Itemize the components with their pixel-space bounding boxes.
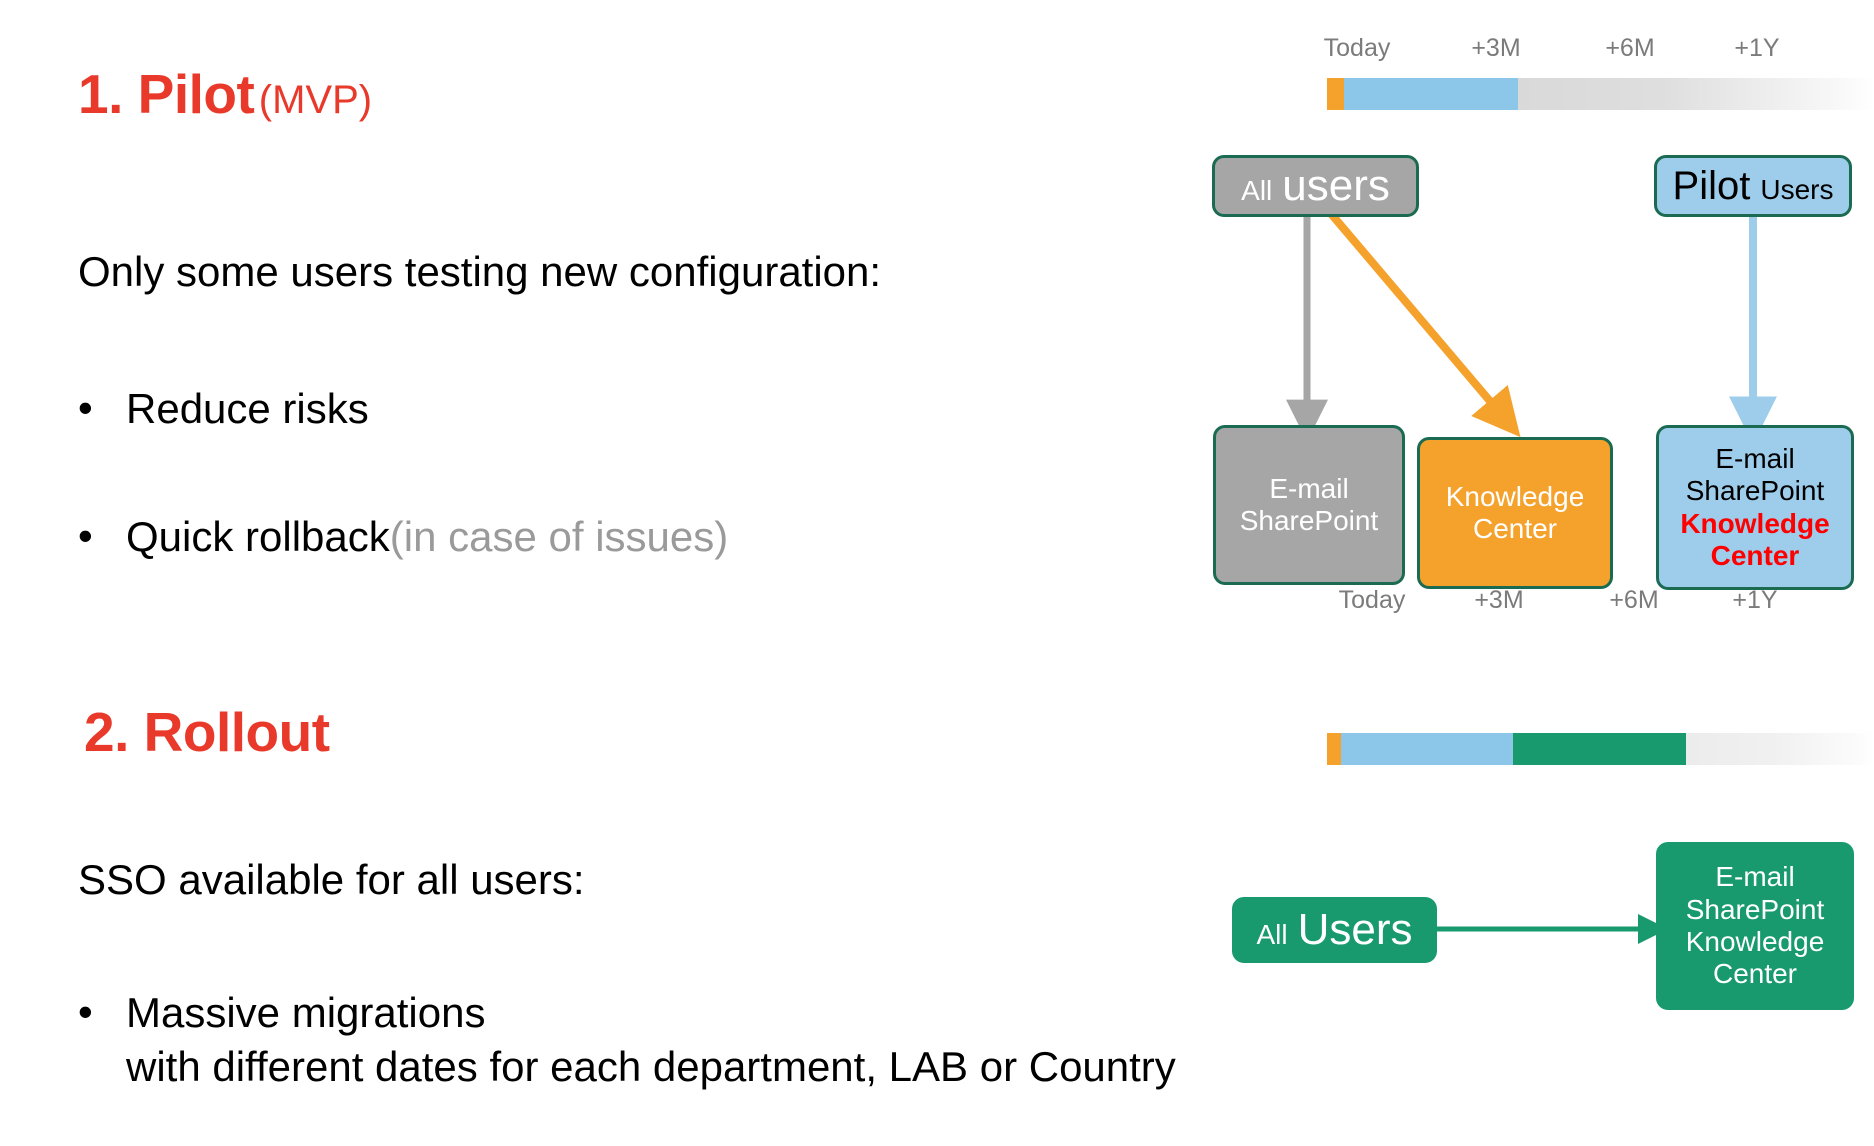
node-pilot-services-line-1: E-mail [1715,442,1795,474]
node-knowledge-line-1: Knowledge [1445,480,1585,512]
timeline-label-1y: +1Y [1732,586,1778,614]
section1-bullet-2: • Quick rollback (in case of issues) [78,510,728,564]
timeline-segment-today [1327,733,1341,765]
node-all-services[interactable]: E-mail SharePoint Knowledge Center [1656,842,1854,1010]
node-pilot-users-label: Pilot [1672,163,1751,208]
bullet-marker: • [78,384,93,431]
section1-heading-number: 1. Pilot [78,63,255,125]
section1-timeline: Today +3M +6M +1Y [1323,34,1847,68]
timeline-label-today: Today [1323,34,1391,62]
section1-timeline-labels: Today +3M +6M +1Y [1323,34,1847,68]
section2-timeline: Today +3M +6M +1Y [1327,586,1847,620]
node-pilot-services-line-2: SharePoint [1685,475,1825,507]
node-pilot-services-red-line-1: Knowledge [1680,507,1830,539]
section2-arrows [1434,914,1668,944]
node-legacy-services[interactable]: E-mail SharePoint [1213,425,1405,585]
section1-heading: 1. Pilot (MVP) [78,62,372,126]
bullet-text-line-2: with different dates for each department… [126,1042,1176,1090]
node-all-users[interactable]: All users [1212,155,1419,217]
section1-arrows [1286,193,1777,445]
section2-timeline-labels: Today +3M +6M +1Y [1327,586,1847,620]
node-pilot-users-qualifier: Users [1760,173,1834,205]
timeline-segment-future [1686,733,1874,765]
timeline-label-1y: +1Y [1734,34,1780,62]
node-all-services-line-2: SharePoint [1685,893,1825,925]
section1-heading-sub: (MVP) [258,78,373,122]
section2-heading: 2. Rollout [84,700,330,764]
node-all-services-line-4: Center [1712,958,1798,990]
timeline-segment-pilot [1341,733,1513,765]
node-legacy-line-2: SharePoint [1239,505,1379,536]
bullet-text-line-1: Massive migrations [126,989,486,1036]
node-knowledge-line-2: Center [1472,513,1558,544]
timeline-segment-pilot [1344,78,1518,110]
timeline-segment-rollout [1513,733,1686,765]
timeline-label-today: Today [1338,586,1406,614]
node-pilot-services[interactable]: E-mail SharePoint Knowledge Center [1656,425,1854,590]
bullet-text: Reduce risks [126,385,369,432]
arrow-all-users-to-knowledge [1312,193,1521,438]
node-pilot-users[interactable]: Pilot Users [1654,155,1852,217]
section1-bullet-1: • Reduce risks [78,382,369,436]
node-all-users-label: users [1282,161,1390,211]
node-legacy-line-1: E-mail [1269,472,1349,504]
bullet-text-muted: (in case of issues) [389,513,729,560]
section2-heading-number: 2. Rollout [84,701,330,763]
node-all-users-qualifier: All [1241,175,1273,207]
timeline-label-3m: +3M [1471,34,1521,62]
timeline-segment-future [1518,78,1874,110]
node-all-users-rollout-qualifier: All [1256,919,1288,951]
section2-lead-text: SSO available for all users: [78,856,585,903]
node-pilot-services-red-line-2: Center [1710,539,1800,571]
section1-lead-text: Only some users testing new configuratio… [78,248,882,295]
node-all-services-line-1: E-mail [1715,861,1795,893]
section2-timeline-bar [1327,733,1874,765]
timeline-label-3m: +3M [1474,586,1524,614]
bullet-text: Quick rollback [126,513,390,560]
section1-timeline-bar [1327,78,1874,110]
bullet-marker: • [78,512,93,559]
bullet-marker: • [78,988,93,1035]
timeline-label-6m: +6M [1609,586,1659,614]
section2-bullet-1: • Massive migrations with different date… [78,986,1176,1094]
timeline-segment-today [1327,78,1344,110]
node-knowledge-center[interactable]: Knowledge Center [1417,437,1613,589]
node-all-users-rollout-label: Users [1297,905,1413,955]
node-all-users-rollout[interactable]: All Users [1232,897,1437,963]
timeline-label-6m: +6M [1605,34,1655,62]
node-all-services-line-3: Knowledge [1685,926,1825,957]
